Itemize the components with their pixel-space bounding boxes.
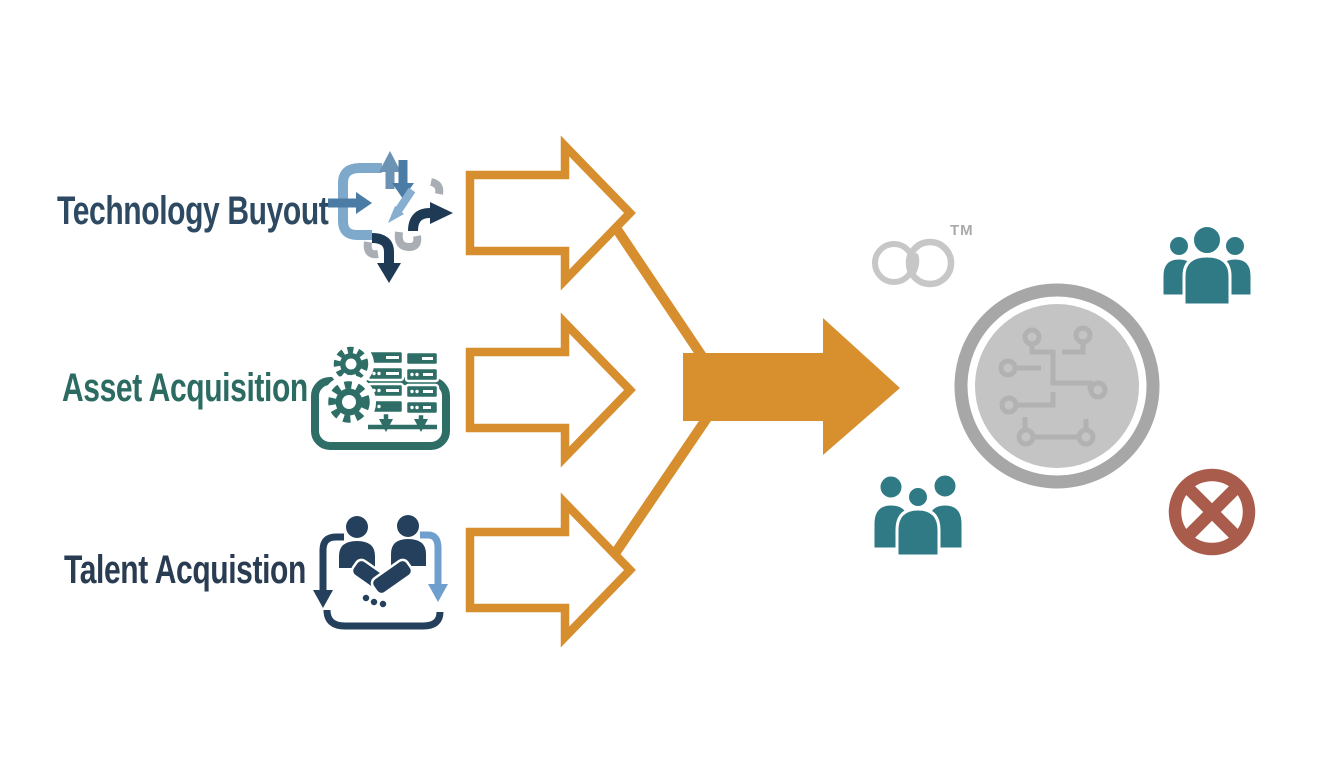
server-rack-right bbox=[404, 350, 440, 416]
branching-arrows-icon bbox=[328, 151, 453, 283]
gear-large bbox=[322, 375, 376, 429]
handshake-clasp bbox=[350, 558, 414, 609]
circuit-traces bbox=[1015, 342, 1093, 440]
server-rack-left bbox=[366, 349, 405, 415]
handshake-exchange-icon bbox=[313, 515, 448, 630]
crossed-circle-icon bbox=[1168, 468, 1256, 556]
circuit-coin-icon bbox=[954, 283, 1160, 489]
team-icon-bottom bbox=[871, 472, 965, 558]
input-arrow-talent bbox=[465, 492, 636, 648]
merge-arrow bbox=[683, 318, 900, 455]
input-label-technology-buyout: Technology Buyout bbox=[57, 189, 329, 233]
input-label-talent-acquistion: Talent Acquistion bbox=[64, 548, 306, 592]
server-gears-icon bbox=[311, 341, 450, 450]
input-label-asset-acquisition: Asset Acquisition bbox=[62, 366, 308, 410]
trademark-text: TM bbox=[950, 222, 974, 239]
team-icon-top bbox=[1160, 224, 1254, 307]
input-arrow-technology bbox=[465, 135, 636, 291]
circuit-nodes bbox=[998, 325, 1108, 447]
input-arrow-asset bbox=[465, 312, 636, 468]
interlocking-rings-logo bbox=[872, 238, 955, 288]
